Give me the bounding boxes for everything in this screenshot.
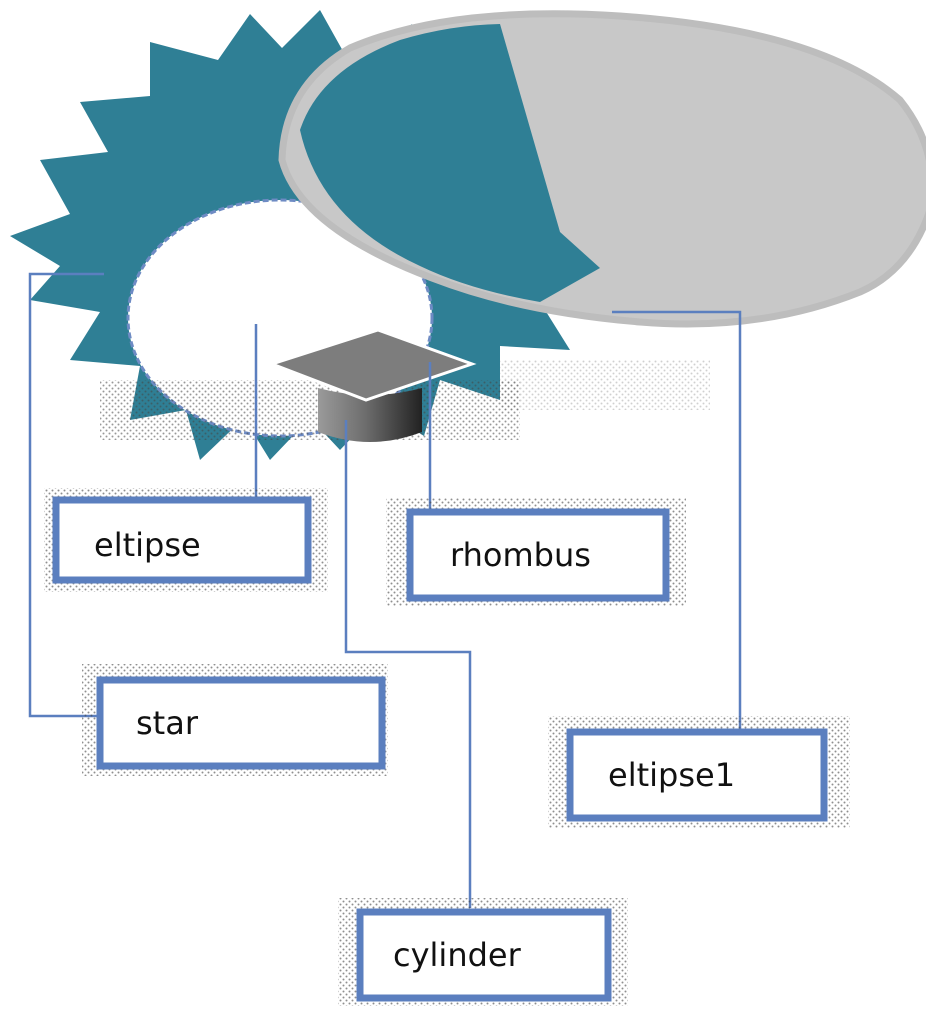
- label-star: star: [136, 704, 199, 742]
- label-box-rhombus[interactable]: rhombus: [406, 508, 670, 602]
- label-box-cylinder[interactable]: cylinder: [356, 908, 612, 1002]
- ellipse-ring: [278, 10, 926, 328]
- noise-region: [100, 380, 520, 440]
- label-ellipse1: eltipse1: [608, 756, 735, 794]
- noise-region: [500, 360, 710, 410]
- label-box-star[interactable]: star: [96, 676, 386, 770]
- connector-cylinder: [344, 420, 472, 908]
- connector-star: [28, 272, 104, 718]
- cylinder-shape: [318, 388, 422, 442]
- label-rhombus: rhombus: [450, 536, 591, 574]
- connector-ellipse1: [612, 310, 742, 730]
- connectors: [28, 272, 742, 908]
- label-box-ellipse1[interactable]: eltipse1: [566, 728, 828, 822]
- rhombus-shape: [267, 328, 477, 402]
- label-box-ellipse[interactable]: eltipse: [52, 496, 312, 584]
- label-ellipse: eltipse: [94, 526, 201, 564]
- overlap-region: [300, 24, 600, 302]
- label-cylinder: cylinder: [393, 936, 522, 974]
